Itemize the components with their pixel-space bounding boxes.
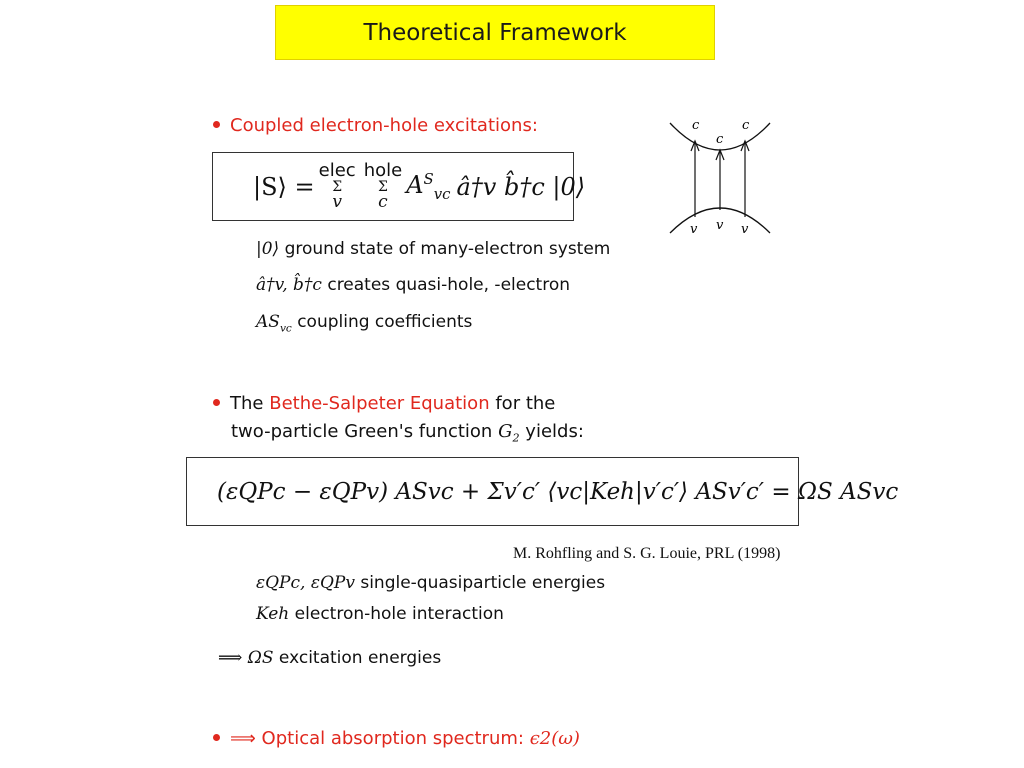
diagram-label-c3: c [742, 118, 750, 133]
sum-hole-index: c [378, 192, 388, 212]
sum-elec-label: elec [318, 160, 356, 181]
exciton-state-equation: |S⟩ = elec Σ v hole Σ c ASvc â†v b̂†c |0… [212, 152, 585, 221]
diagram-label-v1: v [690, 222, 698, 237]
def-coupling-coefficients: ASvc coupling coefficients [256, 312, 473, 335]
eq-lhs: |S⟩ = [253, 172, 315, 201]
section3-optical-absorption: ⟹ Optical absorption spectrum: ϵ2(ω) [213, 726, 580, 752]
sum-elec-index: v [332, 192, 342, 212]
diagram-label-c2: c [716, 132, 724, 147]
eq-coefficient: ASvc [406, 170, 451, 203]
bse-equation-text: (εQPc − εQPv) ASvc + Σv′c′ ⟨vc|Keh|v′c′⟩… [217, 478, 899, 505]
diagram-label-v2: v [716, 218, 724, 233]
bullet-icon [213, 120, 220, 128]
section1-heading-text: Coupled electron-hole excitations: [230, 115, 538, 136]
bullet-icon [213, 398, 220, 406]
bethe-salpeter-equation: (εQPc − εQPv) ASvc + Σv′c′ ⟨vc|Keh|v′c′⟩… [186, 457, 898, 526]
section1-heading: Coupled electron-hole excitations: [213, 113, 538, 139]
diagram-label-v3: v [741, 222, 749, 237]
reference-citation: M. Rohfling and S. G. Louie, PRL (1998) [513, 545, 781, 562]
section2-heading-line2: two-particle Green's function G2 yields: [231, 421, 584, 445]
def-electron-hole-interaction: Keh electron-hole interaction [256, 604, 504, 624]
def-ground-state: |0⟩ ground state of many-electron system [256, 239, 611, 259]
sum-hole-label: hole [363, 160, 403, 181]
section2-heading: The Bethe-Salpeter Equation for the [213, 391, 555, 417]
def-quasiparticle-energies: εQPc, εQPv single-quasiparticle energies [256, 573, 606, 593]
sum-elec: elec Σ v [318, 160, 356, 212]
sum-hole: hole Σ c [363, 160, 403, 212]
slide-title: Theoretical Framework [275, 5, 715, 60]
implies-arrow: ⟹ [230, 728, 256, 749]
diagram-label-c1: c [692, 118, 700, 133]
exciton-diagram: c c c v v v [669, 118, 771, 237]
slide-title-text: Theoretical Framework [363, 19, 627, 46]
eq-operators: â†v b̂†c |0⟩ [456, 172, 586, 201]
def-creation-operators: â†v, b̂†c creates quasi-hole, -electron [256, 275, 571, 295]
bullet-icon [213, 733, 220, 741]
def-excitation-energies: ⟹ ΩS excitation energies [218, 648, 442, 668]
